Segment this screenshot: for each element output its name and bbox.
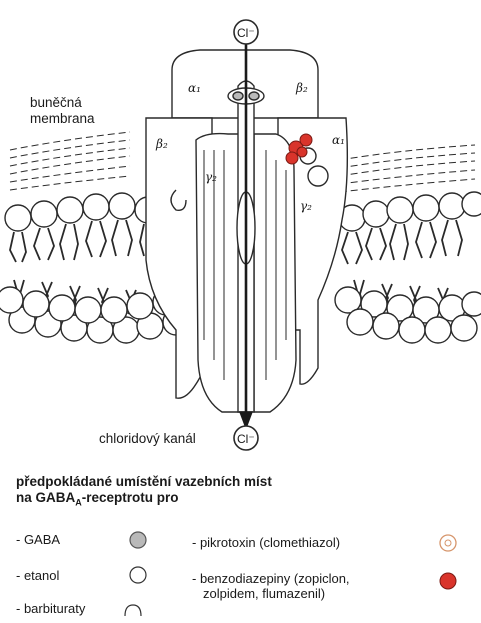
membrane-lines-right xyxy=(340,145,475,192)
subunit-beta2-top: β₂ xyxy=(296,80,308,96)
benzodiazepine-symbol-icon xyxy=(438,571,458,591)
membrane-label-line2: membrana xyxy=(30,111,95,127)
etanol-symbol-icon xyxy=(128,565,148,585)
gaba-a-receptor-diagram xyxy=(0,0,481,470)
subunit-alpha1-right: α₁ xyxy=(332,132,345,148)
membrane-label-line1: buněčná xyxy=(30,95,82,111)
legend-title: předpokládané umístění vazebních míst na… xyxy=(16,474,272,511)
legend-title-line1: předpokládané umístění vazebních míst xyxy=(16,474,272,490)
subunit-gamma2-right: γ₂ xyxy=(300,198,312,214)
subunit-alpha1-top: α₁ xyxy=(188,80,201,96)
legend-etanol: - etanol xyxy=(16,568,59,583)
membrane-lines-left xyxy=(10,132,130,190)
subunit-beta2-left: β₂ xyxy=(156,136,168,152)
legend-barbituraty: - barbituraty xyxy=(16,601,85,616)
barbiturate-symbol-icon xyxy=(122,602,144,618)
legend-pikrotoxin: - pikrotoxin (clomethiazol) xyxy=(192,535,340,550)
lipid-heads-right-bottom xyxy=(335,287,481,343)
lipid-heads-right-top xyxy=(339,192,481,231)
channel-label: chloridový kanál xyxy=(99,431,196,447)
pikrotoxin-symbol-icon xyxy=(438,533,458,553)
cl-ion-top-label: Cl⁻ xyxy=(237,25,255,41)
legend-gaba: - GABA xyxy=(16,532,60,547)
gaba-symbol-icon xyxy=(128,530,148,550)
legend-title-line2: na GABAA-receptrotu pro xyxy=(16,490,272,511)
subunit-gamma2-left: γ₂ xyxy=(205,169,217,185)
legend-benzodiazepiny-line1: - benzodiazepiny (zopiclon, xyxy=(192,571,350,586)
lipid-heads-left-top xyxy=(5,193,161,231)
cl-ion-bottom-label: Cl⁻ xyxy=(237,431,255,447)
legend-benzodiazepiny-line2: zolpidem, flumazenil) xyxy=(203,586,325,601)
